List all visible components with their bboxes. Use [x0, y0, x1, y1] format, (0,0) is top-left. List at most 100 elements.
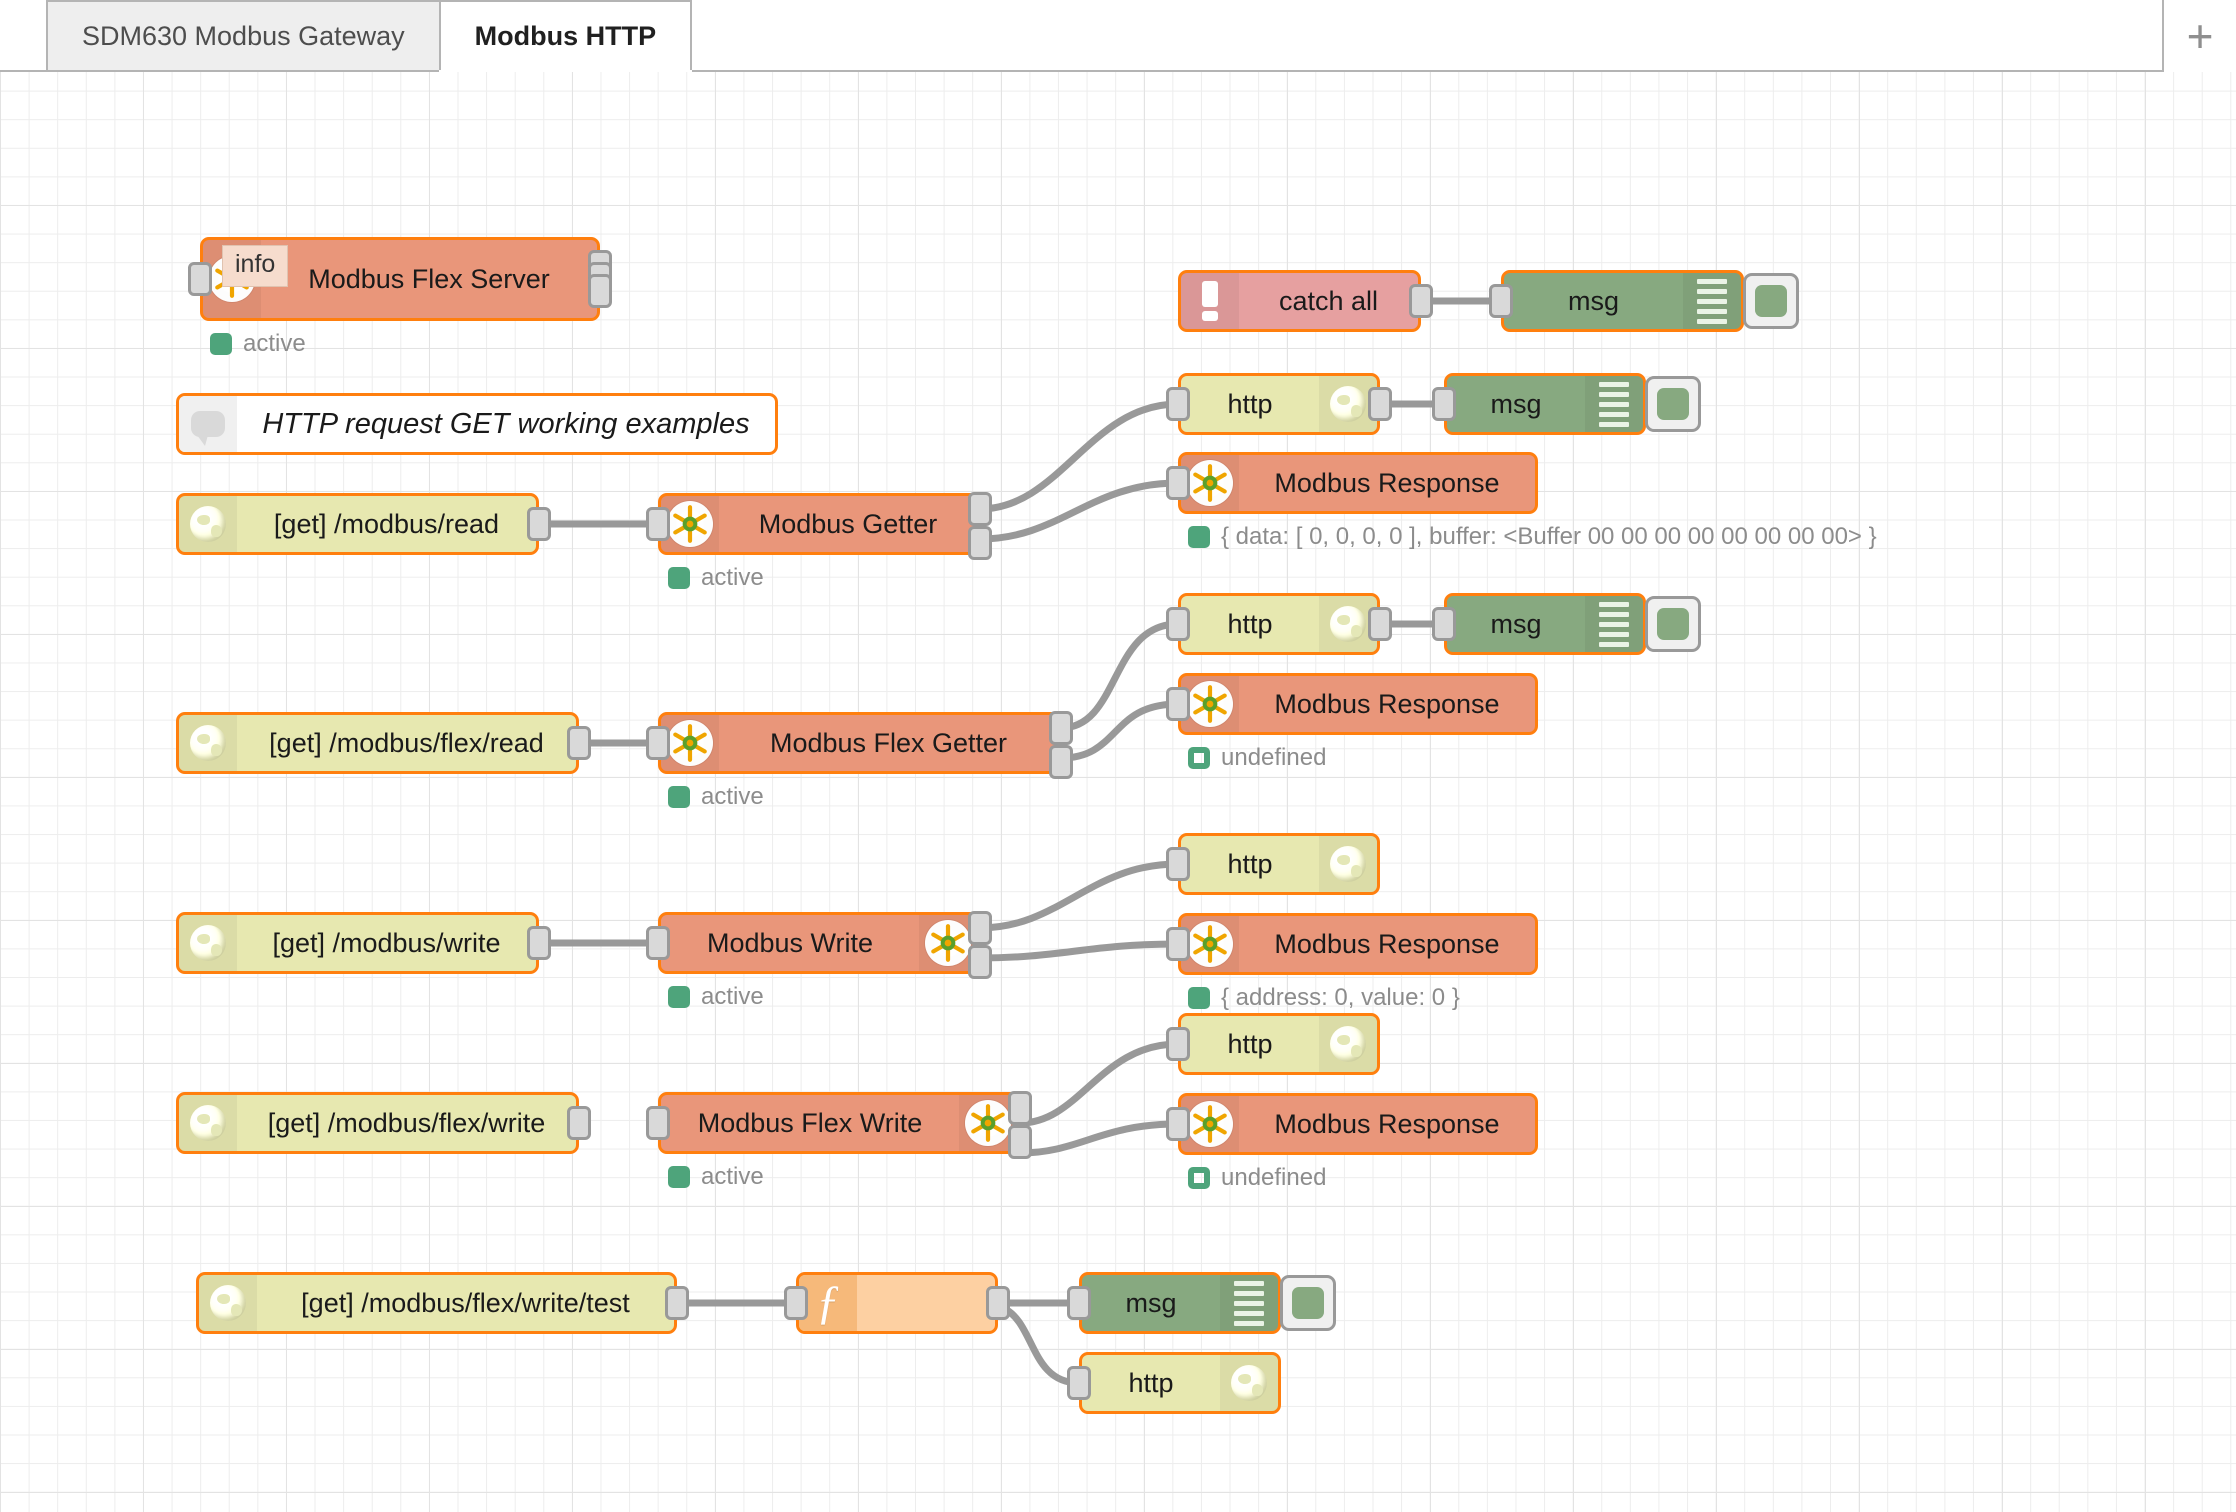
- modbus-icon: [1187, 1101, 1233, 1147]
- debug-1-toggle-button[interactable]: [1645, 376, 1701, 432]
- http-in-flex-write-output-port-0[interactable]: [567, 1106, 591, 1140]
- modbus-flex-server-status: active: [210, 330, 306, 358]
- node-debug-3[interactable]: msg: [1067, 1272, 1336, 1334]
- http-resp-3-input-port-0[interactable]: [1166, 847, 1190, 881]
- modbus-write-status: active: [668, 983, 764, 1011]
- link-2[interactable]: [979, 400, 1179, 513]
- modbus-resp-1-input-port-0[interactable]: [1166, 466, 1190, 500]
- link-6[interactable]: [1060, 620, 1179, 732]
- node-http-resp-4[interactable]: http: [1166, 1013, 1380, 1075]
- modbus-flex-write-input-port-0[interactable]: [646, 1106, 670, 1140]
- node-modbus-flex-getter[interactable]: Modbus Flex Getter: [646, 710, 1073, 779]
- node-http-in-flex-read[interactable]: [get] /modbus/flex/read: [176, 712, 591, 774]
- catch-all-output-port-0[interactable]: [1409, 284, 1433, 318]
- modbus-getter-output-port-1[interactable]: [968, 525, 992, 560]
- http-resp-2-input-port-0[interactable]: [1166, 607, 1190, 641]
- tab-bar: SDM630 Modbus Gateway Modbus HTTP +: [0, 0, 2236, 72]
- modbus-flex-server-output-port-2[interactable]: [588, 274, 612, 308]
- link-3[interactable]: [979, 479, 1179, 543]
- http-resp-2-label-wrap: http: [1181, 596, 1319, 652]
- node-debug-catch[interactable]: msg: [1489, 270, 1799, 332]
- node-http-resp-5[interactable]: http: [1067, 1352, 1281, 1414]
- modbus-getter-output-port-0[interactable]: [968, 491, 992, 526]
- modbus-resp-2-icon-tray: [1181, 676, 1239, 732]
- node-http-in-write[interactable]: [get] /modbus/write: [176, 912, 551, 974]
- node-function-node[interactable]: ƒ: [784, 1272, 1010, 1334]
- debug-2-toggle-indicator: [1657, 608, 1689, 640]
- tab-sdm630-modbus-gateway[interactable]: SDM630 Modbus Gateway: [46, 0, 441, 70]
- function-node-output-port-0[interactable]: [986, 1286, 1010, 1320]
- modbus-resp-2-input-port-0[interactable]: [1166, 687, 1190, 721]
- node-http-resp-3[interactable]: http: [1166, 833, 1380, 895]
- node-modbus-resp-3[interactable]: Modbus Response: [1166, 913, 1538, 975]
- debug-2-input-port-0[interactable]: [1432, 607, 1456, 641]
- modbus-write-output-port-0[interactable]: [968, 910, 992, 945]
- http-resp-1-input-port-0[interactable]: [1166, 387, 1190, 421]
- node-modbus-write[interactable]: Modbus Write: [646, 910, 992, 979]
- tab-modbus-http[interactable]: Modbus HTTP: [438, 0, 693, 70]
- modbus-flex-getter-output-port-0[interactable]: [1049, 710, 1073, 745]
- node-debug-1[interactable]: msg: [1432, 373, 1701, 435]
- link-7[interactable]: [1060, 700, 1179, 762]
- debug-2-label-wrap: msg: [1447, 596, 1585, 652]
- node-modbus-flex-write[interactable]: Modbus Flex Write: [646, 1090, 1032, 1159]
- modbus-flex-getter-input-port-0[interactable]: [646, 726, 670, 760]
- link-10[interactable]: [979, 860, 1179, 932]
- node-comment-http-get[interactable]: HTTP request GET working examples: [176, 393, 778, 455]
- node-modbus-getter[interactable]: Modbus Getter: [646, 491, 992, 560]
- node-http-resp-1[interactable]: http: [1166, 373, 1392, 435]
- node-modbus-resp-2[interactable]: Modbus Response: [1166, 673, 1538, 735]
- modbus-flex-write-status-text: active: [701, 1163, 764, 1190]
- http-resp-5-input-port-0[interactable]: [1067, 1366, 1091, 1400]
- node-catch-all[interactable]: catch all: [1178, 270, 1433, 332]
- debug-3-label: msg: [1125, 1287, 1177, 1318]
- debug-catch-toggle-button[interactable]: [1743, 273, 1799, 329]
- node-debug-2[interactable]: msg: [1432, 593, 1701, 655]
- node-http-resp-2[interactable]: http: [1166, 593, 1392, 655]
- debug-3-toggle-button[interactable]: [1280, 1275, 1336, 1331]
- modbus-getter-input-port-0[interactable]: [646, 507, 670, 541]
- modbus-write-status-text: active: [701, 983, 764, 1010]
- http-resp-2-output-port-0[interactable]: [1368, 607, 1392, 641]
- modbus-flex-getter-output-port-1[interactable]: [1049, 744, 1073, 779]
- modbus-resp-4-status: undefined: [1188, 1164, 1326, 1192]
- link-12[interactable]: [1019, 1040, 1179, 1127]
- debug-2-toggle-button[interactable]: [1645, 596, 1701, 652]
- modbus-write-output-port-1[interactable]: [968, 944, 992, 979]
- node-modbus-flex-server[interactable]: Modbus Flex Server: [188, 237, 612, 321]
- modbus-flex-server-input-port-0[interactable]: [188, 262, 212, 296]
- http-in-read-output-port-0[interactable]: [527, 507, 551, 541]
- debug-3-input-port-0[interactable]: [1067, 1286, 1091, 1320]
- modbus-resp-3-input-port-0[interactable]: [1166, 927, 1190, 961]
- node-http-in-flex-write[interactable]: [get] /modbus/flex/write: [176, 1092, 591, 1154]
- modbus-icon: [667, 501, 713, 547]
- node-http-in-flex-write-test[interactable]: [get] /modbus/flex/write/test: [196, 1272, 689, 1334]
- modbus-flex-write-label-wrap: Modbus Flex Write: [661, 1095, 959, 1151]
- http-resp-1-output-port-0[interactable]: [1368, 387, 1392, 421]
- modbus-flex-write-output-port-0[interactable]: [1008, 1090, 1032, 1125]
- modbus-write-input-port-0[interactable]: [646, 926, 670, 960]
- link-16[interactable]: [1001, 1304, 1080, 1387]
- add-flow-button[interactable]: +: [2162, 0, 2236, 72]
- link-11[interactable]: [979, 940, 1179, 962]
- debug-catch-input-port-0[interactable]: [1489, 284, 1513, 318]
- function-node-input-port-0[interactable]: [784, 1286, 808, 1320]
- modbus-flex-write-output-port-1[interactable]: [1008, 1124, 1032, 1159]
- modbus-resp-2-status-text: undefined: [1221, 744, 1327, 771]
- node-http-in-read[interactable]: [get] /modbus/read: [176, 493, 551, 555]
- node-modbus-resp-4[interactable]: Modbus Response: [1166, 1093, 1538, 1155]
- modbus-write-icon-tray: [919, 915, 977, 971]
- modbus-flex-write-status-dot: [668, 1166, 690, 1188]
- modbus-resp-4-input-port-0[interactable]: [1166, 1107, 1190, 1141]
- function-node-icon-tray: ƒ: [799, 1275, 857, 1331]
- link-13[interactable]: [1019, 1120, 1179, 1157]
- modbus-resp-4-icon-tray: [1181, 1096, 1239, 1152]
- http-in-write-output-port-0[interactable]: [527, 926, 551, 960]
- debug-1-input-port-0[interactable]: [1432, 387, 1456, 421]
- http-in-flex-write-test-output-port-0[interactable]: [665, 1286, 689, 1320]
- globe-icon: [1231, 1365, 1267, 1401]
- node-modbus-resp-1[interactable]: Modbus Response: [1166, 452, 1538, 514]
- http-resp-4-input-port-0[interactable]: [1166, 1027, 1190, 1061]
- http-in-flex-read-output-port-0[interactable]: [567, 726, 591, 760]
